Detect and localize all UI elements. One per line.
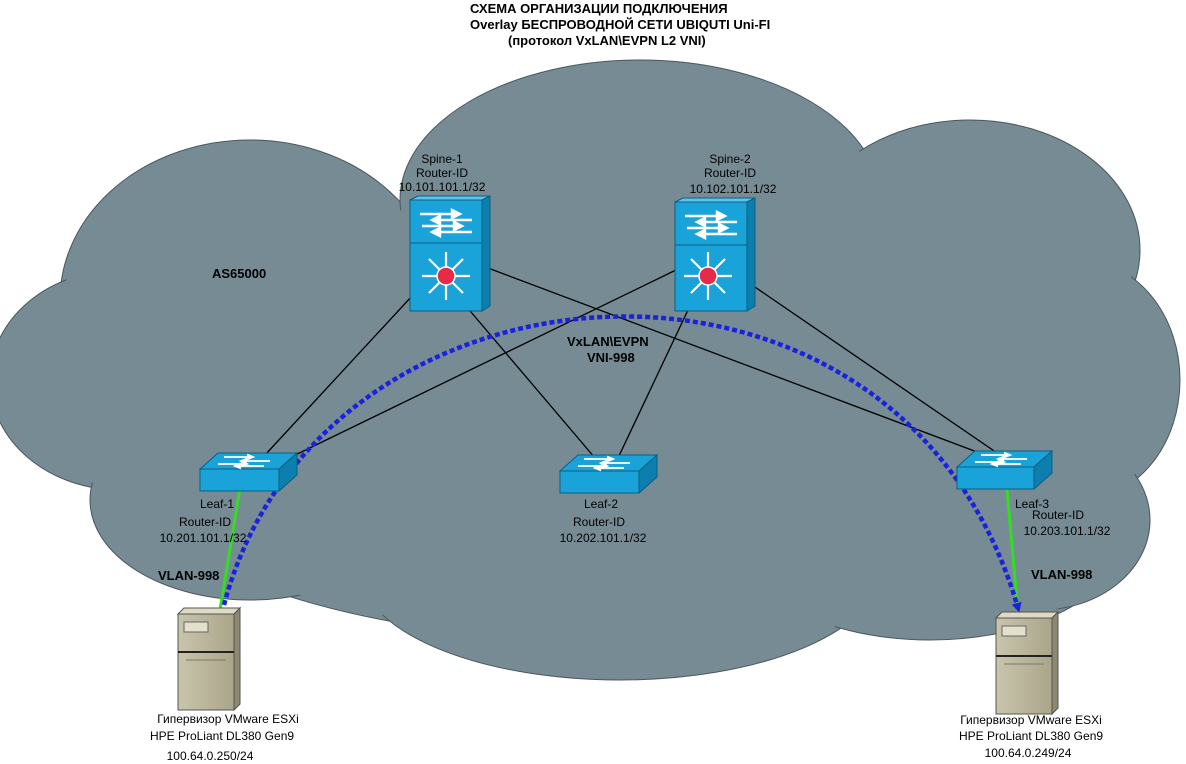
server-2-ip: 100.64.0.249/24 — [985, 746, 1072, 760]
leaf-3-rid-label: Router-ID — [1032, 508, 1084, 522]
spine-1-rid: 10.101.101.1/32 — [399, 180, 486, 194]
leaf-1-name: Leaf-1 — [200, 497, 234, 511]
server-1-ip: 100.64.0.250/24 — [167, 749, 254, 763]
vlan-label-1: VLAN-998 — [158, 568, 219, 583]
link-leaf3-server2 — [1005, 489, 1020, 613]
leaf-3-switch — [955, 449, 1054, 491]
leaf-1-switch — [198, 451, 299, 493]
leaf-2-name: Leaf-2 — [584, 497, 618, 511]
spine-2-rid-label: Router-ID — [704, 166, 756, 180]
link-spine1-leaf1 — [264, 295, 413, 456]
leaf-3-name: Leaf-3 — [1015, 497, 1049, 511]
link-spine1-leaf3 — [487, 267, 986, 456]
title-line-1: СХЕМА ОРГАНИЗАЦИИ ПОДКЛЮЧЕНИЯ — [470, 1, 728, 16]
underlay-links — [264, 267, 1001, 461]
spine-2-name: Spine-2 — [709, 152, 751, 166]
link-spine2-leaf3 — [751, 284, 1001, 456]
as-label: AS65000 — [212, 266, 266, 281]
leaf-2-rid-label: Router-ID — [573, 515, 625, 529]
title-line-2: Overlay БЕСПРОВОДНОЙ СЕТИ UBIQUTI Uni-FI — [470, 17, 770, 32]
server-2-line-1: Гипервизор VMware ESXi — [960, 713, 1102, 727]
link-spine1-leaf2 — [464, 304, 596, 459]
vlan-label-2: VLAN-998 — [1031, 567, 1092, 582]
spine-1-rid-label: Router-ID — [416, 166, 468, 180]
leaf-2-switch — [558, 453, 659, 495]
server-2-icon — [994, 610, 1060, 716]
server-1-line-2: HPE ProLiant DL380 Gen9 — [150, 729, 294, 743]
server-2-line-2: HPE ProLiant DL380 Gen9 — [959, 729, 1103, 743]
access-links — [218, 487, 1020, 613]
spine-2-switch — [674, 197, 756, 312]
link-spine2-leaf2 — [617, 309, 689, 459]
leaf-2-rid: 10.202.101.1/32 — [560, 531, 647, 545]
server-1-line-1: Гипервизор VMware ESXi — [157, 712, 299, 726]
leaf-1-rid: 10.201.101.1/32 — [160, 531, 247, 545]
vxlan-overlay-arc — [221, 314, 1022, 613]
link-spine2-leaf1 — [284, 269, 677, 461]
leaf-1-rid-label: Router-ID — [179, 515, 231, 529]
server-1-icon — [176, 606, 242, 712]
spine-2-rid: 10.102.101.1/32 — [690, 182, 777, 196]
link-leaf1-server1 — [218, 487, 242, 611]
spine-1-name: Spine-1 — [421, 152, 463, 166]
overlay-label-line-1: VxLAN\EVPN — [567, 334, 649, 349]
spine-1-switch — [409, 195, 491, 312]
overlay-label-line-2: VNI-998 — [587, 350, 635, 365]
title-line-3: (протокол VxLAN\EVPN L2 VNI) — [508, 33, 706, 48]
leaf-3-rid: 10.203.101.1/32 — [1024, 524, 1111, 538]
